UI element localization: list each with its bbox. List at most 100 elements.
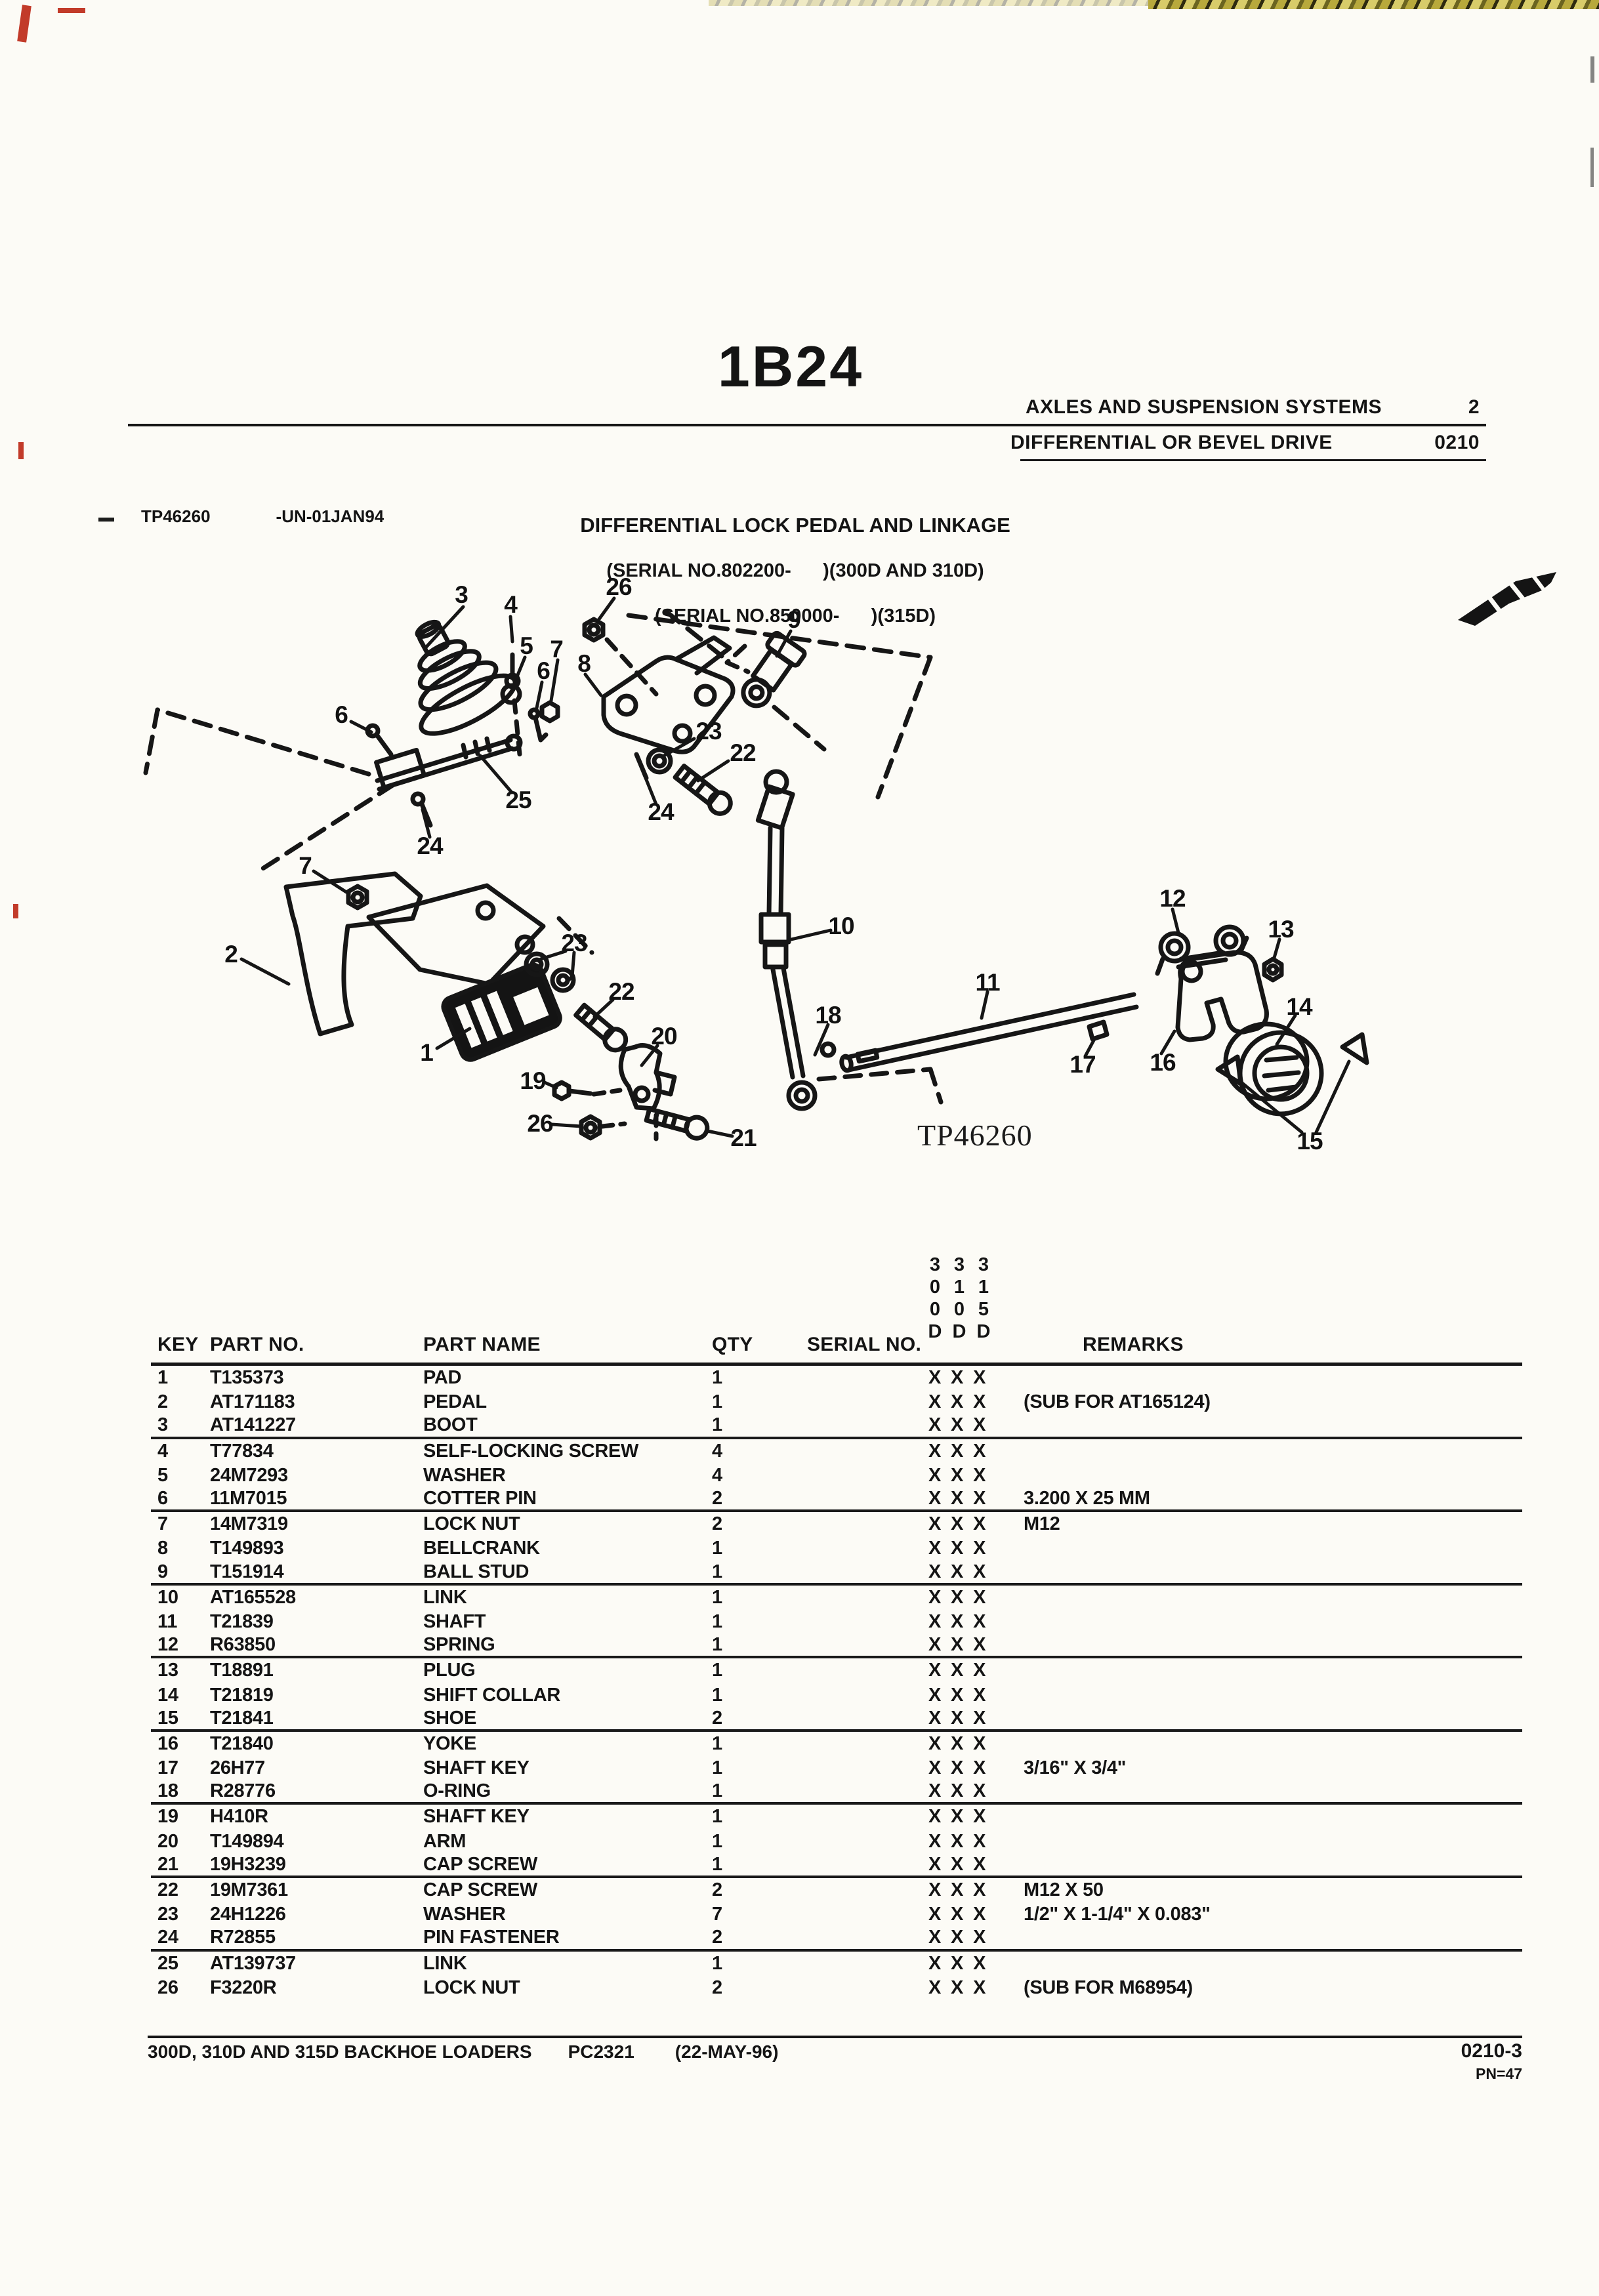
model-applicability-mark: X bbox=[973, 1757, 986, 1779]
cell-key: 16 bbox=[157, 1732, 178, 1754]
footer-page-code: 0210-3 bbox=[1461, 2040, 1522, 2062]
corner-arrow-icon bbox=[1458, 571, 1556, 626]
model-applicability-mark: X bbox=[951, 1904, 964, 1925]
model-applicability-mark: X bbox=[973, 1684, 986, 1706]
callout-22: 22 bbox=[730, 739, 756, 766]
callout-4: 4 bbox=[504, 591, 518, 618]
cell-part-no: 26H77 bbox=[210, 1757, 265, 1779]
model-applicability-mark: X bbox=[928, 1879, 942, 1901]
model-applicability-mark: X bbox=[973, 1904, 986, 1925]
model-applicability-mark: X bbox=[973, 1927, 986, 1948]
cell-qty: 1 bbox=[712, 1367, 722, 1389]
cell-part-no: T21840 bbox=[210, 1732, 274, 1754]
model-applicability-mark: X bbox=[928, 1561, 942, 1582]
cell-qty: 2 bbox=[712, 1927, 722, 1948]
cell-part-no: 24H1226 bbox=[210, 1904, 286, 1925]
model-applicability-mark: X bbox=[928, 1538, 942, 1559]
cell-part-no: 14M7319 bbox=[210, 1513, 288, 1535]
cell-part-no: T151914 bbox=[210, 1561, 284, 1582]
cell-part-no: T135373 bbox=[210, 1367, 284, 1389]
callout-26: 26 bbox=[606, 573, 632, 600]
model-applicability-mark: X bbox=[973, 1853, 986, 1875]
callout-24: 24 bbox=[648, 798, 674, 825]
cell-key: 12 bbox=[157, 1634, 178, 1656]
cell-qty: 2 bbox=[712, 1879, 722, 1901]
model-applicability-mark: X bbox=[928, 1806, 942, 1828]
cell-qty: 1 bbox=[712, 1414, 722, 1436]
callout-21: 21 bbox=[730, 1124, 757, 1151]
cell-part-no: AT139737 bbox=[210, 1952, 296, 1974]
callout-15: 15 bbox=[1297, 1128, 1323, 1155]
model-applicability-mark: X bbox=[928, 1830, 942, 1852]
cell-part-no: R63850 bbox=[210, 1634, 276, 1656]
model-applicability-mark: X bbox=[951, 1634, 964, 1656]
cell-part-name: PLUG bbox=[423, 1660, 476, 1681]
header-subsection-code: 0210 bbox=[1434, 432, 1480, 453]
model-applicability-mark: X bbox=[973, 1391, 986, 1413]
cell-key: 21 bbox=[157, 1853, 178, 1875]
model-applicability-mark: X bbox=[973, 1440, 986, 1462]
cell-part-name: CAP SCREW bbox=[423, 1879, 538, 1901]
cell-remarks: 3.200 X 25 MM bbox=[1024, 1488, 1150, 1509]
callout-7: 7 bbox=[299, 852, 312, 879]
model-applicability-mark: X bbox=[951, 1610, 964, 1632]
cell-qty: 2 bbox=[712, 1977, 722, 1998]
model-applicability-mark: X bbox=[951, 1464, 964, 1486]
cell-qty: 1 bbox=[712, 1684, 722, 1706]
cell-part-no: T149894 bbox=[210, 1830, 284, 1852]
cell-remarks: 1/2" X 1-1/4" X 0.083" bbox=[1024, 1904, 1211, 1925]
cell-remarks: M12 bbox=[1024, 1513, 1060, 1535]
cell-qty: 1 bbox=[712, 1806, 722, 1828]
cell-key: 19 bbox=[157, 1806, 178, 1828]
model-applicability-mark: X bbox=[973, 1707, 986, 1729]
cell-part-name: LOCK NUT bbox=[423, 1977, 520, 1998]
model-applicability-mark: X bbox=[928, 1732, 942, 1754]
cell-part-no: AT165528 bbox=[210, 1586, 296, 1608]
cell-qty: 1 bbox=[712, 1952, 722, 1974]
callout-13: 13 bbox=[1268, 916, 1294, 943]
cell-key: 3 bbox=[157, 1414, 168, 1436]
model-applicability-mark: X bbox=[951, 1732, 964, 1754]
cell-part-name: SELF-LOCKING SCREW bbox=[423, 1440, 639, 1462]
model-applicability-mark: X bbox=[973, 1561, 986, 1582]
table-header-rule bbox=[151, 1363, 1522, 1366]
callout-14: 14 bbox=[1286, 993, 1312, 1020]
model-applicability-mark: X bbox=[928, 1440, 942, 1462]
cell-qty: 1 bbox=[712, 1538, 722, 1559]
scan-edge-strip bbox=[709, 0, 1155, 6]
model-applicability-mark: X bbox=[951, 1561, 964, 1582]
callout-6: 6 bbox=[335, 701, 348, 728]
model-applicability-mark: X bbox=[973, 1586, 986, 1608]
cell-key: 4 bbox=[157, 1440, 168, 1462]
cell-qty: 1 bbox=[712, 1610, 722, 1632]
cell-part-name: BOOT bbox=[423, 1414, 478, 1436]
cell-part-name: WASHER bbox=[423, 1464, 506, 1486]
scan-red-mark bbox=[17, 5, 31, 43]
model-applicability-mark: X bbox=[973, 1488, 986, 1509]
model-applicability-mark: X bbox=[951, 1391, 964, 1413]
cell-part-no: 19M7361 bbox=[210, 1879, 288, 1901]
cell-key: 2 bbox=[157, 1391, 168, 1413]
model-applicability-mark: X bbox=[928, 1904, 942, 1925]
header-line1: AXLES AND SUSPENSION SYSTEMS 2 bbox=[1026, 396, 1480, 419]
